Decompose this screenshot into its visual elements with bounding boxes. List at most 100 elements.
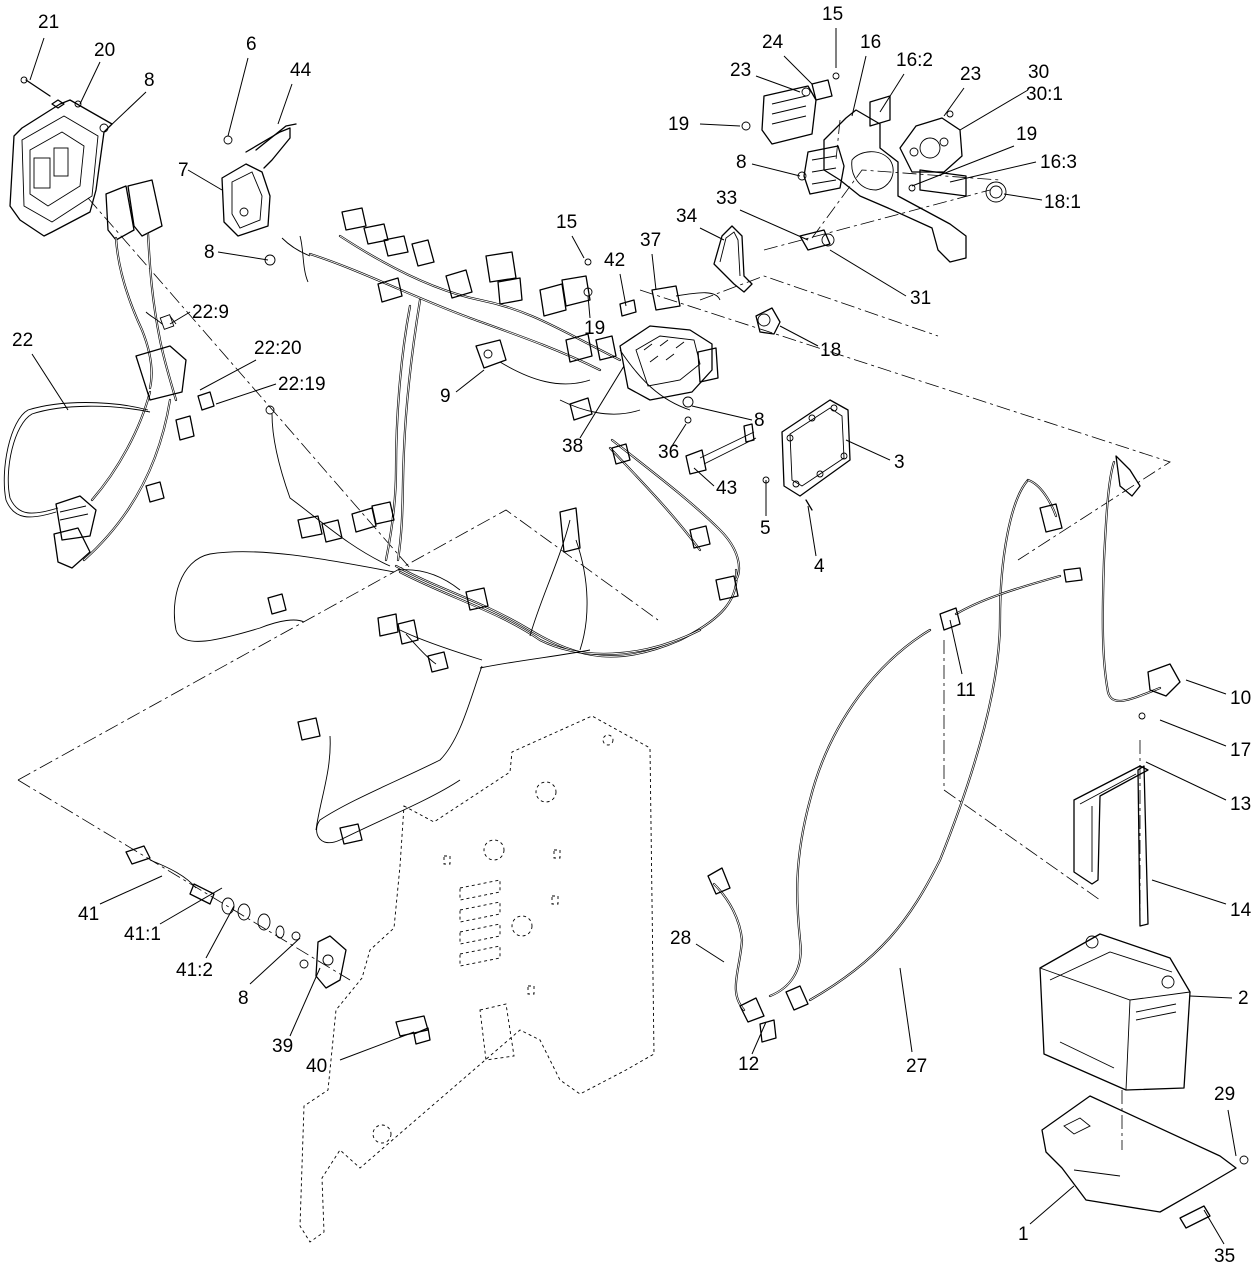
leader-line-c27 — [899, 967, 913, 1053]
leader-line-c8a — [107, 91, 147, 129]
leader-line-c7 — [187, 169, 223, 191]
leader-line-c34 — [699, 227, 725, 241]
leader-line-c15b — [571, 235, 585, 259]
callout-c43: 43 — [716, 478, 737, 499]
leader-line-c12 — [751, 1021, 767, 1055]
leader-line-c8c — [751, 163, 801, 177]
callout-c21: 21 — [38, 12, 59, 33]
main-wiring-harness — [173, 207, 740, 845]
callout-c12: 12 — [738, 1054, 759, 1075]
leader-line-c31 — [829, 249, 907, 297]
callout-c8e: 8 — [238, 988, 249, 1009]
leader-line-c35 — [1203, 1209, 1225, 1245]
callout-c15b: 15 — [556, 212, 577, 233]
leader-line-c42 — [619, 273, 627, 307]
callout-c41_2: 41:2 — [176, 960, 213, 981]
callout-c3: 3 — [894, 452, 905, 473]
callout-c2: 2 — [1238, 988, 1249, 1009]
leader-line-c16_2 — [879, 73, 905, 113]
frame-panel — [299, 715, 655, 1243]
callout-c8a: 8 — [144, 70, 155, 91]
leader-line-c22 — [31, 353, 69, 411]
leader-lines — [29, 28, 1237, 1245]
leader-line-c33 — [739, 209, 809, 241]
callout-c16_2: 16:2 — [896, 50, 933, 71]
leader-line-c18 — [779, 325, 819, 347]
callout-c24: 24 — [762, 32, 784, 53]
callout-c1: 1 — [1018, 1224, 1029, 1245]
callout-c8d: 8 — [754, 410, 765, 431]
callout-c4: 4 — [814, 556, 825, 577]
callout-c16: 16 — [860, 32, 881, 53]
callout-c23b: 23 — [960, 64, 981, 85]
leader-line-c9 — [455, 369, 485, 393]
leader-line-c18_1 — [1003, 193, 1043, 201]
leader-line-c8e — [249, 937, 301, 985]
callout-c41_1: 41:1 — [124, 924, 161, 945]
leader-line-c28 — [695, 943, 725, 963]
callout-c7: 7 — [178, 160, 189, 181]
leader-line-c14 — [1151, 879, 1227, 905]
callout-c11: 11 — [956, 680, 976, 701]
leader-line-c39 — [289, 967, 321, 1037]
leader-line-c3 — [845, 439, 891, 461]
callout-c31: 31 — [910, 288, 931, 309]
callout-c22_9: 22:9 — [192, 302, 229, 323]
callout-c19b: 19 — [1016, 124, 1037, 145]
leader-line-c22_19 — [215, 383, 277, 405]
leader-line-c6 — [227, 57, 249, 137]
callout-c9: 9 — [440, 386, 451, 407]
callout-c35: 35 — [1214, 1246, 1235, 1267]
solenoid-bracket — [741, 72, 1007, 263]
callout-c17: 17 — [1230, 740, 1251, 761]
callout-c20: 20 — [94, 40, 115, 61]
callout-c16_3: 16:3 — [1040, 152, 1077, 173]
callout-c41: 41 — [78, 904, 99, 925]
leader-line-c10 — [1185, 679, 1227, 695]
callout-c29: 29 — [1214, 1084, 1235, 1105]
callout-c19c: 19 — [584, 318, 605, 339]
callout-c6: 6 — [246, 34, 257, 55]
leader-line-c13 — [1145, 761, 1227, 801]
leader-line-c22_9 — [169, 311, 191, 325]
leader-line-c22_20 — [199, 359, 257, 391]
callout-c22: 22 — [12, 330, 33, 351]
leader-line-c23b — [943, 87, 965, 117]
callout-c5: 5 — [760, 518, 771, 539]
callout-c14: 14 — [1230, 900, 1252, 921]
leader-line-c2 — [1189, 995, 1233, 999]
callout-c38: 38 — [562, 436, 583, 457]
leader-line-c16 — [851, 55, 867, 117]
ecu-controller — [9, 76, 113, 237]
callout-c23a: 23 — [730, 60, 751, 81]
callout-c22_19: 22:19 — [278, 374, 326, 395]
callout-c36: 36 — [658, 442, 679, 463]
leader-line-c19c — [587, 295, 591, 319]
callout-c8c: 8 — [736, 152, 747, 173]
leader-line-c30 — [959, 89, 1029, 131]
callout-c8b: 8 — [204, 242, 215, 263]
leader-line-c19a — [699, 123, 741, 127]
callout-c44: 44 — [290, 60, 312, 81]
leader-line-c24 — [783, 55, 813, 85]
battery-cables — [707, 455, 1181, 1043]
leader-line-c41_2 — [205, 905, 235, 959]
leader-line-c16_3 — [949, 161, 1037, 183]
ecu-harness — [3, 179, 215, 569]
leader-line-c29 — [1227, 1109, 1237, 1157]
leader-line-c1 — [1029, 1185, 1075, 1225]
callout-c13: 13 — [1230, 794, 1251, 815]
callout-c10: 10 — [1230, 688, 1251, 709]
leader-line-c43 — [693, 467, 715, 487]
leader-line-c17 — [1159, 719, 1227, 747]
leader-line-c8d — [691, 405, 753, 421]
callout-c37: 37 — [640, 230, 661, 251]
callout-c19a: 19 — [668, 114, 689, 135]
callout-c15a: 15 — [822, 4, 843, 25]
callout-c30_1: 30:1 — [1026, 84, 1063, 105]
relay-fuse-block — [475, 258, 721, 424]
leader-line-c36 — [671, 423, 687, 447]
leader-line-c40 — [339, 1031, 415, 1061]
callout-c33: 33 — [716, 188, 737, 209]
